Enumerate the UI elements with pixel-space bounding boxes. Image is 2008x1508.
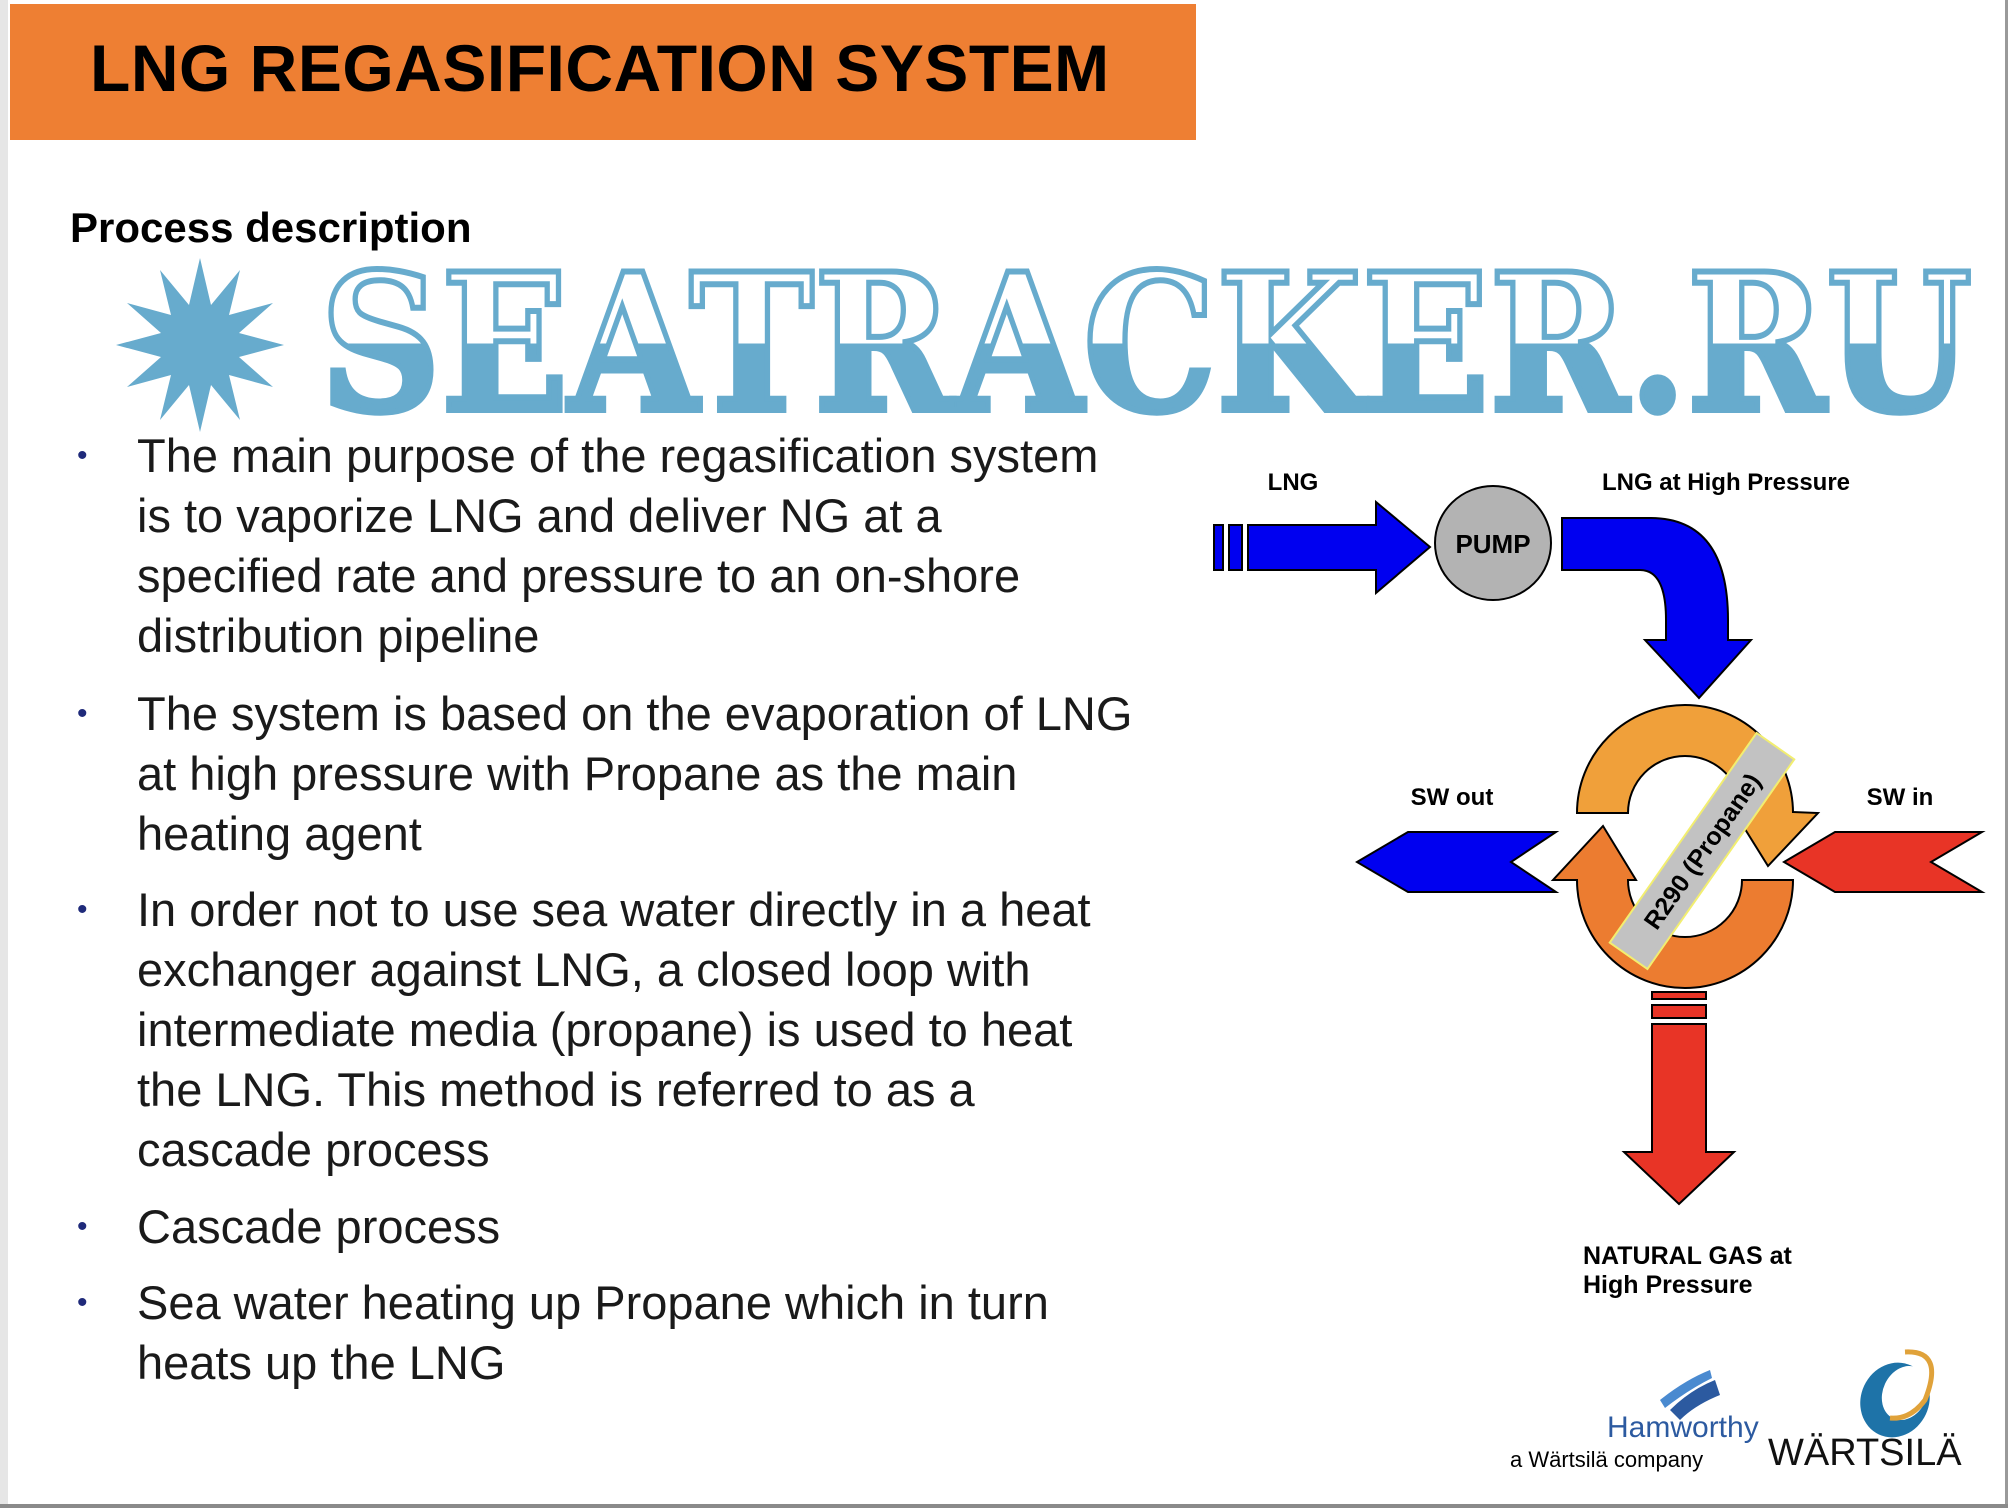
wartsila-wordmark: WÄRTSILÄ [1768, 1432, 1962, 1474]
sw-in-label: SW in [1867, 784, 1934, 811]
bullet-item: • Sea water heating up Propane which in t… [77, 1273, 1137, 1393]
bullet-item: • In order not to use sea water directly … [77, 880, 1137, 1180]
bullet-dot: • [77, 893, 88, 926]
bullet-text: Cascade process [137, 1200, 501, 1253]
page-edge-bottom [0, 1504, 2008, 1508]
lng-inlet-arrow [1213, 499, 1432, 596]
lng-high-pressure-label: LNG at High Pressure [1602, 469, 1850, 496]
pump-label: PUMP [1455, 529, 1530, 559]
wartsila-logo: WÄRTSILÄ [1768, 1349, 1962, 1474]
bullet-item: • The main purpose of the regasification … [77, 426, 1137, 666]
watermark-text: SEATRACKER.RU [320, 232, 1972, 455]
bullet-item: • The system is based on the evaporation … [77, 684, 1137, 864]
page-edge-left [0, 0, 8, 1508]
lng-label: LNG [1268, 469, 1319, 496]
hamworthy-tagline: a Wärtsilä company [1510, 1447, 1703, 1472]
section-subtitle: Process description [70, 204, 472, 251]
bullet-dot: • [77, 1210, 88, 1243]
sw-in-arrow [1782, 831, 1986, 893]
sw-out-label: SW out [1411, 784, 1494, 811]
bullet-dot: • [77, 439, 88, 472]
hamworthy-logo: Hamworthy a Wärtsilä company [1510, 1370, 1759, 1472]
bullet-text: The system is based on the evaporation o… [137, 687, 1133, 860]
sw-out-arrow [1355, 831, 1560, 893]
natural-gas-outlet-arrow [1621, 991, 1737, 1206]
watermark: SEATRACKER.RU [116, 229, 1975, 458]
lng-high-pressure-arrow [1561, 517, 1754, 700]
title-banner [10, 4, 1196, 140]
natural-gas-label-line2: High Pressure [1583, 1271, 1753, 1299]
pump-icon [1434, 485, 1552, 601]
bullet-dot: • [77, 1286, 88, 1319]
natural-gas-label-line1: NATURAL GAS at [1583, 1242, 1792, 1270]
hamworthy-wordmark: Hamworthy [1607, 1411, 1759, 1444]
bullet-item: • Cascade process [77, 1197, 1137, 1257]
bullet-text: Sea water heating up Propane which in tu… [137, 1276, 1049, 1389]
page-title: LNG REGASIFICATION SYSTEM [90, 31, 1110, 105]
bullet-dot: • [77, 697, 88, 730]
bullet-text: In order not to use sea water directly i… [137, 883, 1091, 1176]
starburst-icon [116, 258, 284, 432]
bullet-text: The main purpose of the regasification s… [137, 429, 1099, 662]
page-edge-right [2005, 0, 2008, 1508]
